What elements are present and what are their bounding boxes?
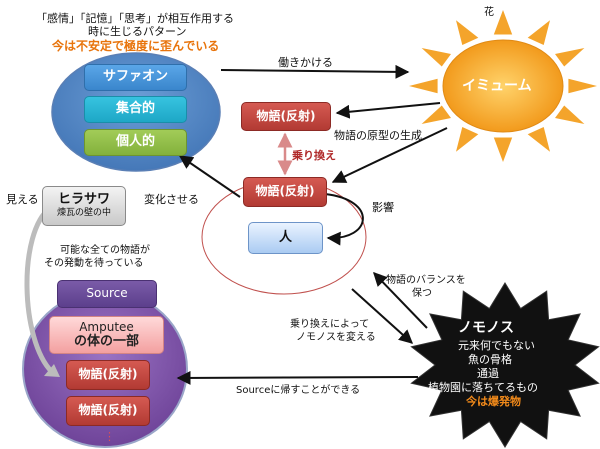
story-box-top: 物語(反射) (241, 102, 331, 131)
edge-label-influence: 影響 (372, 201, 394, 214)
amputee-label: Amputee (79, 319, 134, 334)
person-box: 人 (248, 222, 323, 254)
edge-label-return-source: Sourceに帰すことができる (236, 385, 361, 396)
sun-ray (493, 137, 513, 162)
collective-box: 集合的 (84, 96, 187, 123)
nomonos-title: ノモノス (458, 320, 514, 336)
sun-ray (568, 78, 597, 94)
edge-label-switch: 乗り換え (292, 149, 336, 162)
source-ellipsis: ⋮ (104, 430, 115, 443)
individual-box: 個人的 (84, 129, 187, 156)
story-box-source-2: 物語(反射) (66, 396, 150, 426)
arrow-work-on (220, 64, 410, 79)
nomonos-note: 今は爆発物 (466, 395, 521, 408)
nomonos-line-2: 魚の骨格 (468, 353, 512, 366)
sun-ray (493, 10, 513, 35)
source-caption-2: その発動を待っている (44, 258, 144, 269)
arrow-return-source (176, 370, 419, 385)
sun-shape (409, 10, 597, 162)
nomonos-star (410, 282, 600, 448)
edge-label-balance-2: 保つ (412, 288, 432, 299)
source-caption-1: 可能な全ての物語が (60, 245, 150, 256)
title-line-1: 「感情」「記憶」「思考」が相互作用する (36, 12, 234, 25)
nomonos-line-4: 植物園に落ちてるもの (428, 381, 538, 394)
arrow-balance (373, 271, 428, 329)
arrow-change (178, 155, 241, 198)
story-box-source-1: 物語(反射) (66, 360, 150, 390)
arrow-imum-to-story (335, 102, 441, 119)
story-box-middle: 物語(反射) (243, 177, 327, 207)
see-arrow-head (44, 364, 60, 377)
sun-ray (456, 127, 479, 152)
flower-label: 花 (484, 7, 494, 18)
sun-ray (555, 105, 585, 124)
arrow-change-nomonos (351, 288, 414, 344)
edge-label-generate: 物語の原型の生成 (334, 129, 422, 142)
edge-label-change: 変化させる (144, 193, 199, 206)
amputee-sub: の体の一部 (73, 333, 139, 349)
edge-label-change-nomonos-2: ノモノスを変える (296, 332, 376, 343)
edge-label-work-on: 働きかける (278, 56, 333, 69)
see-arrow-line (24, 206, 54, 374)
sun-ray (409, 78, 438, 94)
hirasawa-box: ヒラサワ 煉瓦の壁の中 (42, 186, 126, 226)
title-line-2: 時に生じるパターン (88, 25, 187, 38)
arrow-generate (331, 127, 448, 183)
sun-ray (555, 48, 585, 67)
nomonos-line-3: 通過 (477, 367, 499, 380)
sun-ray (527, 20, 550, 45)
source-box: Source (57, 280, 157, 308)
saphaon-box: サファオン (84, 64, 187, 91)
hirasawa-name: ヒラサワ (57, 191, 110, 207)
arrow-influence (324, 193, 364, 246)
imum-label: イミューム (462, 78, 532, 94)
title-note: 今は不安定で極度に歪んでいる (52, 39, 220, 53)
hirasawa-sub: 煉瓦の壁の中 (56, 208, 111, 219)
edge-label-change-nomonos-1: 乗り換えによって (290, 319, 370, 330)
see-label: 見える (6, 193, 39, 206)
sun-ray (527, 127, 550, 152)
edge-label-balance-1: 物語のバランスを (386, 275, 466, 286)
sun-ray (421, 48, 451, 67)
amputee-box: Amputee の体の一部 (49, 316, 164, 354)
nomonos-line-1: 元来何でもない (458, 339, 535, 352)
sun-ray (421, 105, 451, 124)
sun-ray (456, 20, 479, 45)
